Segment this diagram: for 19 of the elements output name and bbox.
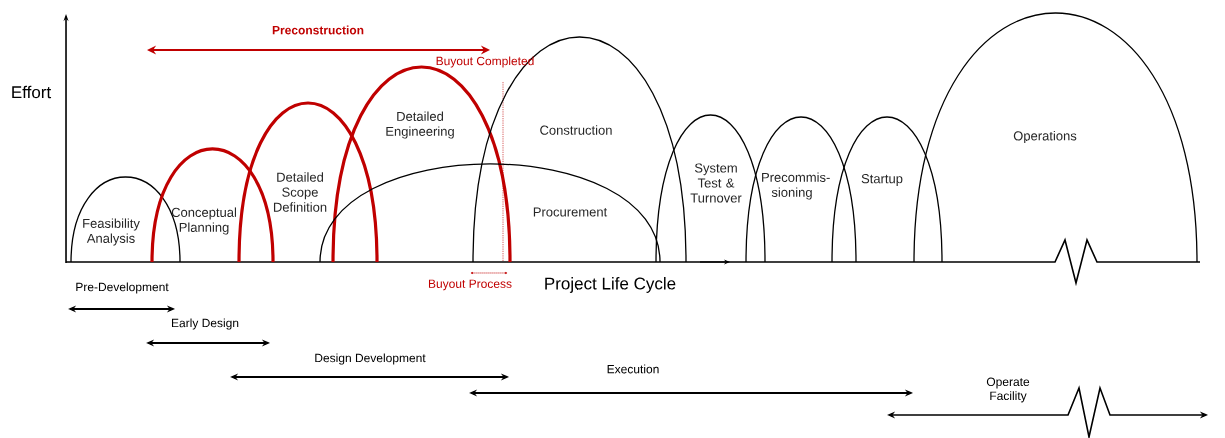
phase-label: Early Design — [172, 318, 239, 330]
phase-label: Detailed Scope Definition — [274, 172, 327, 212]
phase-label: Design Development — [315, 353, 426, 365]
phase-label: Feasibility Analysis — [83, 218, 140, 246]
axis-label: Project Life Cycle — [545, 277, 676, 293]
phase-label: Execution — [607, 364, 659, 374]
axis-label: Effort — [12, 85, 52, 99]
phase-label: Operate Facility — [986, 377, 1030, 403]
phase-label: Procurement — [533, 207, 608, 217]
phase-label: Startup — [861, 174, 903, 186]
phase-label: Pre-Development — [76, 282, 169, 294]
phase-label: Buyout Process — [429, 279, 512, 291]
phase-label: System Test & Turnover — [690, 163, 742, 203]
phase-label: Conceptual Planning — [171, 207, 236, 235]
phase-label: Precommis- sioning — [762, 172, 830, 200]
phase-label: Detailed Engineering — [386, 111, 454, 139]
phase-label: Operations — [1013, 130, 1077, 144]
phase-label: Preconstruction — [272, 25, 364, 35]
phase-label: Construction — [540, 125, 612, 135]
